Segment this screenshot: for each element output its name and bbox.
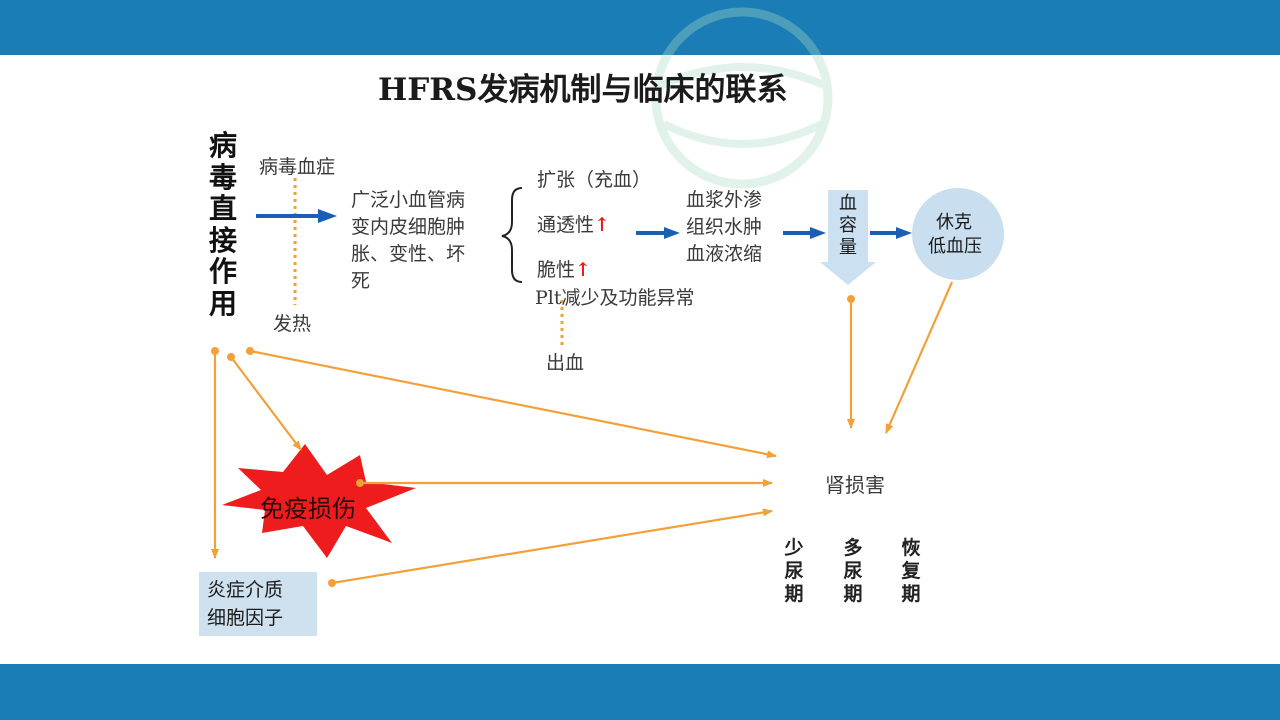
top-band [0, 0, 1280, 55]
immune-injury-label: 免疫损伤 [260, 495, 356, 523]
arrow-inflammation-to-kidney [331, 508, 773, 585]
shock-circle [912, 188, 1004, 280]
direct-effect-label: 病毒直接作用 [208, 129, 237, 320]
arrow-direct-to-immune [230, 356, 302, 451]
slide-canvas [136, 55, 1038, 664]
viremia-label: 病毒血症 [259, 156, 336, 178]
blue-arrow-shock [870, 227, 912, 239]
vascular-line: 广泛小血管病 [351, 189, 466, 211]
phase-oliguric: 少尿期 [784, 537, 804, 605]
plt-label: Plt减少及功能异常 [535, 287, 695, 309]
bleeding-label: 出血 [546, 352, 585, 374]
phase-polyuric: 多尿期 [843, 537, 863, 605]
permeability-row: 通透性↑ [537, 210, 610, 237]
plasma-block: 血浆外渗 组织水肿 血液浓缩 [686, 187, 762, 268]
permeability-label: 通透性 [537, 214, 595, 236]
vascular-line: 胀、变性、坏 [351, 243, 466, 265]
kidney-damage-label: 肾损害 [825, 473, 885, 497]
watermark [651, 7, 833, 189]
immune-starburst [222, 444, 416, 558]
fever-label: 发热 [273, 313, 312, 335]
fragility-label: 脆性 [537, 259, 576, 281]
plasma-line: 血液浓缩 [686, 243, 763, 265]
vascular-lesion-block: 广泛小血管病 变内皮细胞肿 胀、变性、坏 死 [351, 187, 465, 295]
inflammation-label: 炎症介质 细胞因子 [207, 576, 283, 632]
plasma-line: 血浆外渗 [686, 189, 763, 211]
shock-line: 低血压 [928, 236, 982, 257]
blue-arrow-volume [783, 227, 826, 239]
curly-brace [501, 187, 523, 283]
increase-arrow-icon: ↑ [594, 214, 610, 236]
vascular-line: 死 [351, 270, 371, 292]
arrow-shock-to-kidney [884, 281, 954, 434]
arrow-direct-to-kidney [249, 349, 777, 459]
shock-line: 休克 [936, 212, 972, 233]
fragility-row: 脆性↑ [537, 255, 591, 282]
inflammation-panel [199, 572, 317, 636]
bottom-band [0, 664, 1280, 720]
blood-volume-label: 血容量 [839, 193, 857, 258]
blood-volume-down-arrow [820, 190, 876, 285]
shock-label: 休克 低血压 [928, 211, 982, 259]
page-title: HFRS发病机制与临床的联系 [378, 72, 788, 108]
inflammation-line: 细胞因子 [207, 607, 284, 629]
plasma-line: 组织水肿 [686, 216, 763, 238]
dilation-label: 扩张（充血） [537, 169, 652, 191]
blue-arrow-main [256, 209, 337, 223]
blue-arrow-plasma [636, 227, 680, 239]
vascular-line: 变内皮细胞肿 [351, 216, 466, 238]
phase-recovery: 恢复期 [901, 537, 921, 605]
increase-arrow-icon: ↑ [575, 259, 591, 281]
inflammation-line: 炎症介质 [207, 579, 284, 601]
